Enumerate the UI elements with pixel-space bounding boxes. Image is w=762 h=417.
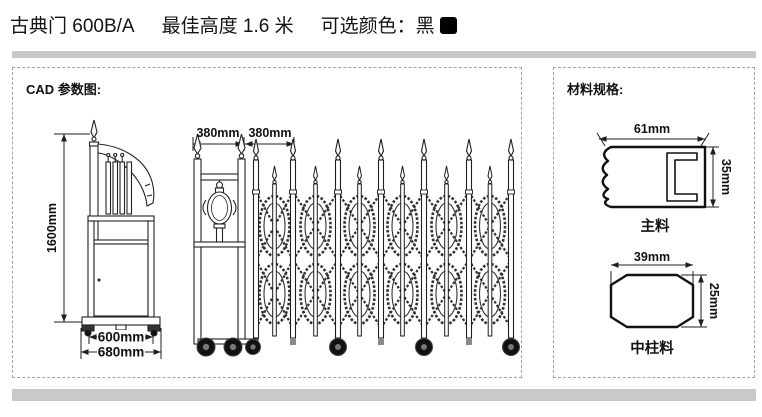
material-spec-panel: 材料规格: 61mm 35mm 主料 39mm 25mm 中柱料 [553,67,755,378]
cad-panel-title: CAD 参数图: [26,82,102,97]
gate-side-view [81,119,161,337]
best-height-note: 最佳高度 1.6 米 [161,16,294,37]
gate-head-post-front-view [193,133,259,345]
dim-section-width-1: 380mm [196,126,239,140]
main-profile-channel [666,152,698,202]
gate-wheels [196,337,520,357]
top-divider-bar [12,51,756,58]
accordion-folding-sections [252,138,515,345]
color-option-note: 可选颜色：黑 [321,11,457,38]
main-profile-dimension-lines [596,132,719,208]
dim-main-profile-width: 61mm [634,122,670,136]
dim-main-profile-height: 35mm [719,159,733,195]
cad-parameter-panel: CAD 参数图: [12,67,522,378]
product-name: 古典门 600B/A [10,16,135,37]
label-backplate [97,345,145,358]
color-option-label: 可选颜色：黑 [320,16,435,37]
main-material-profile-drawing: 61mm 35mm 主料 [596,122,733,235]
dim-gate-height: 1600mm [45,203,59,253]
label-backplate [97,330,145,343]
page-title: 古典门 600B/A 最佳高度 1.6 米 可选颜色：黑 [10,11,457,38]
main-profile-outline [601,145,707,209]
gate-cad-drawing: 1600mm 380mm 380mm 600mm 680mm [45,119,520,360]
dim-base-outer-width: 680mm [98,345,145,360]
dim-section-width-2: 380mm [248,126,291,140]
material-panel-title: 材料规格: [567,82,624,97]
dim-column-profile-height: 25mm [707,283,721,319]
column-profile-dimension-lines [610,262,707,328]
dim-base-inner-width: 600mm [98,330,145,345]
bottom-divider-bar [12,389,756,401]
dim-column-profile-width: 39mm [634,250,670,264]
main-material-label: 主料 [641,217,670,235]
column-material-label: 中柱料 [630,339,674,357]
black-color-swatch [439,17,457,34]
column-material-profile-drawing: 39mm 25mm 中柱料 [609,250,721,357]
column-profile-outline [609,273,695,329]
